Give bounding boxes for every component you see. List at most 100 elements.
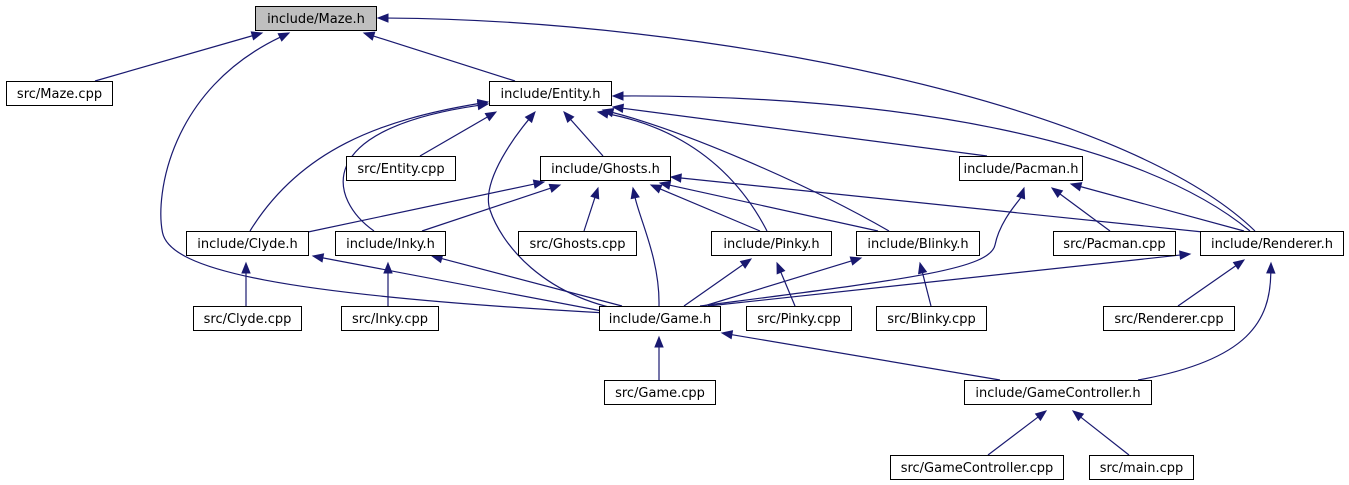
edge-blinky-cpp-to-blinky-h bbox=[918, 261, 932, 307]
edge-line bbox=[1059, 193, 1111, 232]
node-box bbox=[711, 231, 832, 256]
edge-gamecontroller-h-to-renderer-h bbox=[1137, 261, 1276, 381]
node-game-h[interactable]: include/Game.h bbox=[599, 306, 721, 331]
node-label: src/Clyde.cpp bbox=[204, 312, 292, 327]
node-pinky-h[interactable]: include/Pinky.h bbox=[711, 231, 832, 256]
edge-line bbox=[683, 264, 744, 307]
node-pinky-cpp[interactable]: src/Pinky.cpp bbox=[746, 306, 852, 331]
node-gamecontroller-h[interactable]: include/GameController.h bbox=[964, 380, 1152, 405]
node-entity-cpp[interactable]: src/Entity.cpp bbox=[346, 156, 456, 181]
node-box bbox=[6, 81, 113, 106]
arrowhead-icon bbox=[1071, 410, 1085, 422]
edge-game-h-to-pacman-h bbox=[699, 186, 1026, 307]
edge-game-cpp-to-game-h bbox=[654, 335, 664, 380]
edge-line bbox=[607, 113, 768, 232]
node-blinky-cpp[interactable]: src/Blinky.cpp bbox=[876, 306, 987, 331]
node-clyde-h[interactable]: include/Clyde.h bbox=[186, 231, 309, 256]
edge-maze-cpp-to-maze-h bbox=[94, 31, 264, 82]
node-game-cpp[interactable]: src/Game.cpp bbox=[604, 380, 716, 405]
arrowhead-icon bbox=[250, 31, 264, 41]
node-renderer-h[interactable]: include/Renderer.h bbox=[1200, 231, 1344, 256]
edge-gamecontroller-h-to-game-h bbox=[720, 330, 1001, 381]
node-box bbox=[335, 231, 446, 256]
node-label: include/Pacman.h bbox=[963, 162, 1078, 177]
arrowhead-icon bbox=[1050, 187, 1064, 199]
node-label: include/Game.h bbox=[609, 312, 712, 327]
node-box bbox=[186, 231, 309, 256]
edge-renderer-h-to-maze-h bbox=[376, 13, 1256, 232]
arrowhead-icon bbox=[630, 186, 640, 200]
edge-pacman-cpp-to-pacman-h bbox=[1050, 187, 1111, 232]
edge-renderer-h-to-pacman-h bbox=[1069, 182, 1245, 232]
arrowhead-icon bbox=[241, 261, 251, 274]
arrowhead-icon bbox=[601, 108, 615, 118]
arrowhead-icon bbox=[611, 91, 624, 101]
node-gamecontroller-cpp[interactable]: src/GameController.cpp bbox=[890, 455, 1064, 480]
arrowhead-icon bbox=[311, 253, 325, 263]
edge-gamecontroller-cpp-to-gamecontroller-h bbox=[987, 410, 1048, 456]
node-ghosts-h[interactable]: include/Ghosts.h bbox=[540, 156, 671, 181]
edge-ghosts-cpp-to-ghosts-h bbox=[583, 186, 600, 232]
node-label: src/Blinky.cpp bbox=[887, 312, 975, 327]
node-box bbox=[959, 156, 1083, 181]
node-pacman-cpp[interactable]: src/Pacman.cpp bbox=[1053, 231, 1176, 256]
edge-game-h-to-pinky-h bbox=[683, 258, 753, 307]
edge-line bbox=[622, 107, 988, 157]
node-label: include/Blinky.h bbox=[867, 237, 968, 252]
node-label: include/Renderer.h bbox=[1211, 237, 1333, 252]
edge-line bbox=[703, 260, 852, 307]
edge-inky-h-to-ghosts-h bbox=[421, 183, 562, 232]
arrowhead-icon bbox=[654, 335, 664, 348]
nodes-layer: include/Maze.h src/Maze.cpp include/Entity… bbox=[6, 6, 1344, 480]
arrowhead-icon bbox=[383, 261, 393, 274]
arrowhead-icon bbox=[590, 186, 600, 200]
node-label: src/Pacman.cpp bbox=[1063, 237, 1165, 252]
arrowhead-icon bbox=[918, 261, 928, 275]
arrowhead-icon bbox=[649, 184, 663, 194]
node-main-cpp[interactable]: src/main.cpp bbox=[1089, 455, 1194, 480]
edge-clyde-h-to-ghosts-h bbox=[307, 179, 546, 233]
arrowhead-icon bbox=[1266, 261, 1276, 274]
node-ghosts-cpp[interactable]: src/Ghosts.cpp bbox=[518, 231, 637, 256]
edge-line bbox=[1080, 416, 1130, 456]
arrowhead-icon bbox=[658, 180, 672, 190]
node-label: include/Ghosts.h bbox=[551, 162, 660, 177]
edge-pacman-h-to-entity-h bbox=[611, 103, 988, 157]
node-box bbox=[255, 6, 377, 31]
edge-line bbox=[373, 35, 516, 82]
edge-entity-cpp-to-entity-h bbox=[419, 111, 498, 157]
arrowhead-icon bbox=[849, 256, 863, 266]
node-entity-h[interactable]: include/Entity.h bbox=[489, 81, 612, 106]
edge-line bbox=[622, 95, 1251, 232]
node-renderer-cpp[interactable]: src/Renderer.cpp bbox=[1103, 306, 1235, 331]
edge-line bbox=[707, 254, 1181, 307]
edge-line bbox=[1177, 265, 1237, 307]
edge-pinky-h-to-ghosts-h bbox=[649, 184, 761, 232]
node-label: src/Pinky.cpp bbox=[757, 312, 840, 327]
edge-line bbox=[669, 184, 879, 232]
edge-line bbox=[421, 187, 551, 232]
node-label: include/Entity.h bbox=[501, 87, 601, 102]
node-maze-cpp[interactable]: src/Maze.cpp bbox=[6, 81, 113, 106]
edge-line bbox=[659, 188, 761, 232]
node-maze-h[interactable]: include/Maze.h bbox=[255, 6, 377, 31]
edge-line bbox=[570, 119, 604, 157]
edge-line bbox=[160, 36, 607, 314]
node-inky-h[interactable]: include/Inky.h bbox=[335, 231, 446, 256]
edge-game-h-to-entity-h bbox=[487, 110, 641, 314]
node-label: include/Maze.h bbox=[267, 12, 365, 27]
edge-game-h-to-ghosts-h bbox=[630, 186, 660, 307]
edge-line bbox=[1080, 186, 1245, 232]
node-pacman-h[interactable]: include/Pacman.h bbox=[959, 156, 1083, 181]
node-box bbox=[341, 306, 439, 331]
node-blinky-h[interactable]: include/Blinky.h bbox=[856, 231, 980, 256]
edge-line bbox=[699, 197, 1022, 307]
edge-pinky-cpp-to-pinky-h bbox=[776, 261, 796, 307]
node-clyde-cpp[interactable]: src/Clyde.cpp bbox=[193, 306, 302, 331]
arrowhead-icon bbox=[548, 183, 562, 193]
edge-line bbox=[487, 119, 641, 314]
node-box bbox=[518, 231, 637, 256]
node-inky-cpp[interactable]: src/Inky.cpp bbox=[341, 306, 439, 331]
node-box bbox=[540, 156, 671, 181]
